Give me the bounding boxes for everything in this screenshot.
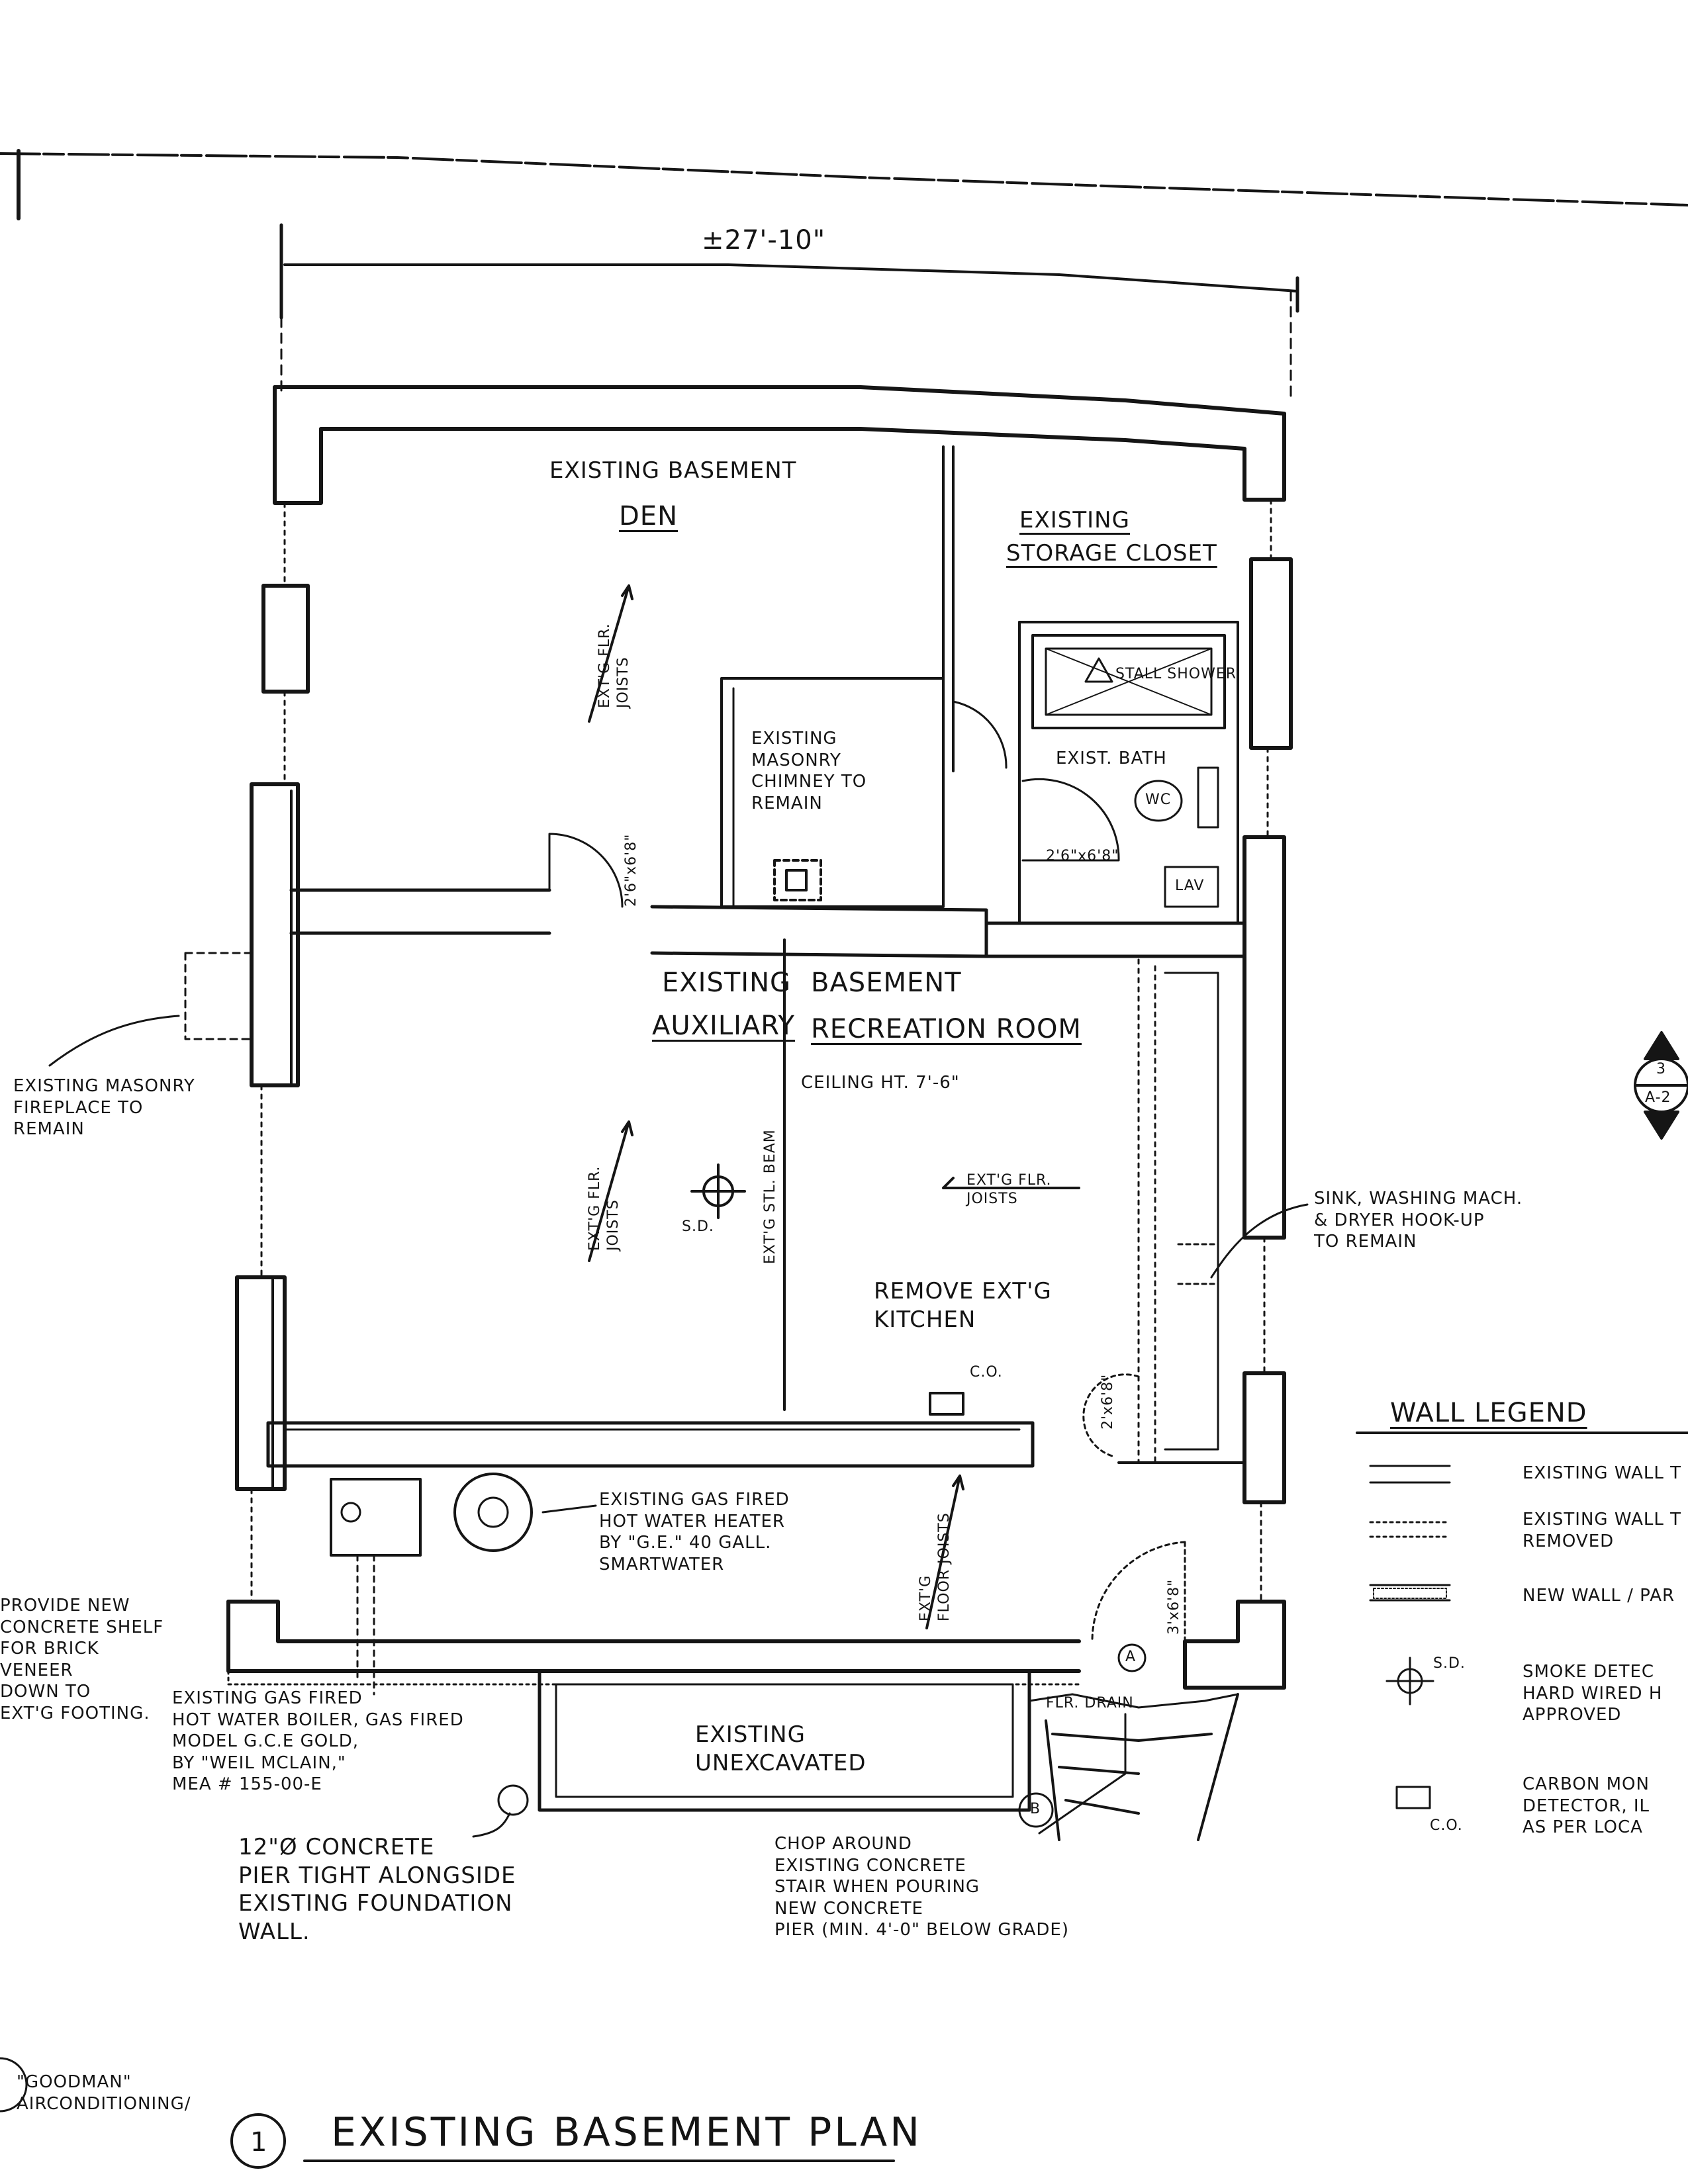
title-number: 1 <box>250 2127 268 2158</box>
co-detector-symbol <box>929 1392 964 1416</box>
rec-left-joists-label: EXT'G FLR. JOISTS <box>586 1165 622 1251</box>
kitchen-note: REMOVE EXT'G KITCHEN <box>874 1278 1052 1333</box>
goodman-note: "GOODMAN" AIRCONDITIONING/ <box>17 2072 191 2114</box>
section-marker <box>1634 1031 1688 1140</box>
floor-drain-label: FLR. DRAIN <box>1046 1695 1134 1711</box>
pier-symbol <box>497 1784 529 1816</box>
legend-item-smoke: SMOKE DETEC HARD WIRED H APPROVED <box>1523 1662 1663 1725</box>
den-joists-label: EXT'G FLR. JOISTS <box>596 623 632 708</box>
marker-a-label: A <box>1125 1649 1137 1665</box>
rec-right-joists-label: EXT'G FLR. JOISTS <box>966 1172 1052 1207</box>
co-label: C.O. <box>970 1364 1003 1381</box>
overall-dimension: ±27'-10" <box>702 225 826 255</box>
rec-label-left2: AUXILIARY <box>652 1011 795 1041</box>
joist-arrows <box>588 584 1080 1629</box>
legend-co-symbol: C.O. <box>1430 1817 1463 1834</box>
floor-joists-label: EXT'G FLOOR JOISTS <box>917 1512 953 1621</box>
marker-b-circle <box>1018 1792 1054 1828</box>
chimney-label: EXISTING MASONRY CHIMNEY TO REMAIN <box>751 729 867 813</box>
boiler-note: EXISTING GAS FIRED HOT WATER BOILER, GAS… <box>172 1688 464 1794</box>
steel-beam-label: EXT'G STL. BEAM <box>762 1129 778 1264</box>
legend-item-co: CARBON MON DETECTOR, IL AS PER LOCA <box>1523 1774 1650 1837</box>
kitchen-door-size: 2'x6'8" <box>1100 1373 1116 1430</box>
rec-label-right2: RECREATION ROOM <box>811 1014 1082 1044</box>
den-label-line2: DEN <box>619 501 678 531</box>
legend-sd-symbol: S.D. <box>1433 1655 1466 1672</box>
title-block-lines <box>0 2057 895 2169</box>
legend-lines <box>1356 1432 1688 1809</box>
sink-note: SINK, WASHING MACH. & DRYER HOOK-UP TO R… <box>1314 1189 1523 1251</box>
drawing-title: EXISTING BASEMENT PLAN <box>331 2109 922 2156</box>
stair-note: CHOP AROUND EXISTING CONCRETE STAIR WHEN… <box>774 1834 1069 1940</box>
door-swings <box>548 700 1186 1643</box>
marker-a-circle <box>1117 1643 1147 1672</box>
section-sheet: A-2 <box>1645 1089 1671 1106</box>
storage-label-line1: EXISTING <box>1019 507 1130 533</box>
interior-partitions <box>266 445 1246 1468</box>
water-heater-note: EXISTING GAS FIRED HOT WATER HEATER BY "… <box>599 1490 790 1574</box>
fireplace-outline <box>184 952 253 1040</box>
storage-label-line2: STORAGE CLOSET <box>1006 540 1217 567</box>
ceiling-height: CEILING HT. 7'-6" <box>801 1073 960 1093</box>
den-door-size: 2'6"x6'8" <box>623 833 639 907</box>
bath-door-size: 2'6"x6'8" <box>1046 848 1119 864</box>
fireplace-note: EXISTING MASONRY FIREPLACE TO REMAIN <box>13 1076 195 1139</box>
boiler-symbol <box>330 1478 422 1557</box>
exterior-door-size: 3'x6'8" <box>1166 1578 1182 1635</box>
smoke-detector-label: S.D. <box>682 1218 714 1235</box>
pier-note: 12"Ø CONCRETE PIER TIGHT ALONGSIDE EXIST… <box>238 1834 516 1945</box>
lav-label: LAV <box>1175 878 1205 894</box>
water-heater-symbol <box>453 1473 533 1552</box>
wc-label: WC <box>1145 792 1172 808</box>
smoke-detector-symbol <box>690 1163 746 1219</box>
den-label-line1: EXISTING BASEMENT <box>549 457 797 484</box>
section-number: 3 <box>1656 1061 1666 1077</box>
legend-item-new: NEW WALL / PAR <box>1523 1586 1675 1606</box>
unexcavated-area <box>538 1669 1031 1812</box>
marker-b-label: B <box>1030 1801 1041 1817</box>
legend-item-removed: EXISTING WALL T REMOVED <box>1523 1510 1682 1551</box>
leader-lines <box>48 1015 1309 1838</box>
legend-item-existing: EXISTING WALL T <box>1523 1463 1682 1483</box>
shower-label: STALL SHOWER <box>1115 666 1237 682</box>
rec-label-left1: EXISTING <box>662 968 792 998</box>
unexcavated-label: EXISTING UNEXCAVATED <box>695 1721 867 1776</box>
legend-title: WALL LEGEND <box>1390 1398 1587 1428</box>
overall-dimension-line <box>279 223 1299 398</box>
concrete-shelf-note: PROVIDE NEW CONCRETE SHELF FOR BRICK VEN… <box>0 1596 164 1723</box>
bath-label: EXIST. BATH <box>1056 749 1167 768</box>
sheet-border <box>0 149 1688 220</box>
rec-label-right1: BASEMENT <box>811 968 962 998</box>
